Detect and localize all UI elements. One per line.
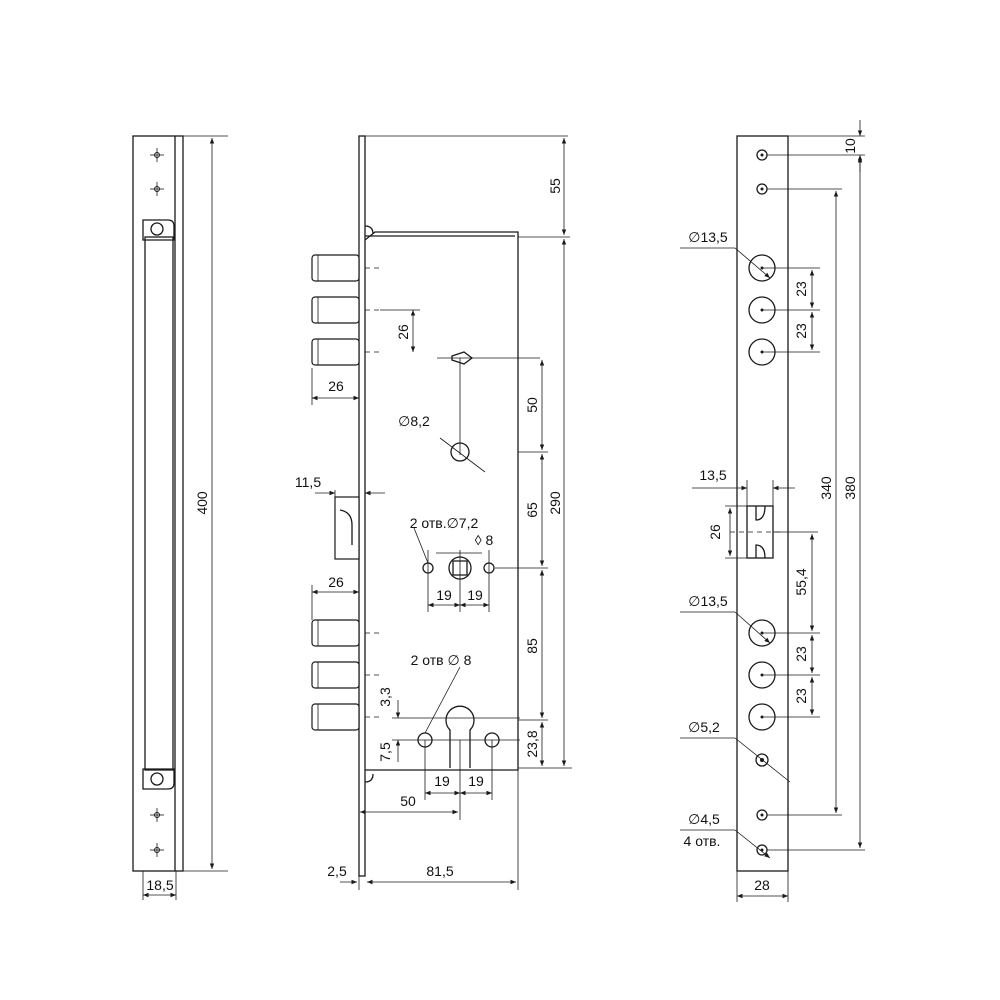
dim-3-3: 3,3 bbox=[377, 687, 393, 707]
dim-23-b: 23 bbox=[793, 323, 809, 339]
dim-26-spacing: 26 bbox=[395, 324, 411, 340]
strike-slot bbox=[144, 236, 174, 771]
dim-50: 50 bbox=[524, 397, 540, 413]
dim-10: 10 bbox=[842, 138, 858, 154]
latch-bolt bbox=[334, 496, 360, 560]
dim-spindle: ∅8,2 bbox=[398, 413, 430, 429]
dim-screw-hole: ∅5,2 bbox=[688, 719, 720, 735]
dim-380: 380 bbox=[842, 476, 858, 500]
dim-mount-count: 4 отв. bbox=[684, 833, 721, 849]
dim-23-d: 23 bbox=[793, 688, 809, 704]
bolt-group-top bbox=[311, 254, 380, 366]
dim-7-5: 7,5 bbox=[377, 742, 393, 762]
faceplate-edge bbox=[358, 135, 366, 877]
dim-mount-hole: ∅4,5 bbox=[688, 811, 720, 827]
dim-hole-top: ∅13,5 bbox=[688, 229, 728, 245]
dim-26-bottom: 26 bbox=[328, 574, 344, 590]
dim-19-upper-right: 19 bbox=[467, 587, 483, 603]
dim-55: 55 bbox=[547, 178, 563, 194]
dim-square: ◊ 8 bbox=[475, 532, 494, 548]
strike-plate-view: 400 18,5 bbox=[132, 135, 228, 900]
dim-latch-height: 26 bbox=[707, 524, 723, 540]
spindle-hole bbox=[450, 442, 470, 462]
dim-hole-bottom: ∅13,5 bbox=[688, 593, 728, 609]
lock-case bbox=[364, 231, 519, 771]
dim-290: 290 bbox=[547, 491, 563, 515]
dim-65: 65 bbox=[524, 502, 540, 518]
dim-backset: 50 bbox=[400, 793, 416, 809]
dim-85: 85 bbox=[524, 638, 540, 654]
lock-body-view: 55 26 26 11,5 26 ∅8,2 50 65 290 85 23,8 … bbox=[295, 135, 572, 890]
dim-23-c: 23 bbox=[793, 646, 809, 662]
dim-holes-lower: 2 отв ∅ 8 bbox=[411, 652, 472, 668]
dim-19-upper-left: 19 bbox=[436, 587, 452, 603]
dim-holes-upper: 2 отв.∅7,2 bbox=[410, 515, 479, 531]
keyhole bbox=[445, 705, 475, 768]
dim-latch: 11,5 bbox=[295, 474, 321, 490]
dim-23-8: 23,8 bbox=[524, 730, 540, 757]
dim-26-top: 26 bbox=[328, 378, 344, 394]
dim-latch-width: 13,5 bbox=[699, 467, 726, 483]
dim-body-depth: 81,5 bbox=[426, 863, 453, 879]
faceplate-front-view: 10 ∅13,5 23 23 13,5 26 340 380 55,4 ∅13,… bbox=[680, 120, 865, 902]
dim-faceplate-width: 28 bbox=[754, 877, 770, 893]
dim-55-4: 55,4 bbox=[793, 568, 809, 595]
strike-width-dim: 18,5 bbox=[146, 877, 173, 893]
strike-height-dim: 400 bbox=[194, 491, 210, 515]
dim-340: 340 bbox=[818, 476, 834, 500]
bolt-group-bottom bbox=[311, 619, 380, 731]
dim-19-lower-right: 19 bbox=[468, 773, 484, 789]
dim-23-a: 23 bbox=[793, 281, 809, 297]
faceplate-outline bbox=[736, 135, 789, 872]
dim-faceplate-thickness: 2,5 bbox=[327, 863, 347, 879]
dim-19-lower-left: 19 bbox=[434, 773, 450, 789]
